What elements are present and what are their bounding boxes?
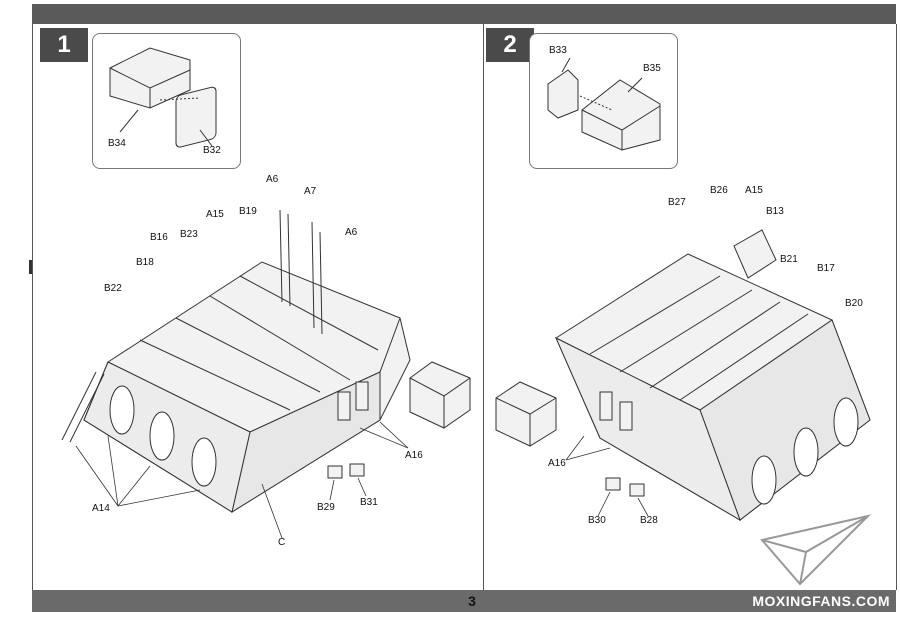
step-2-label-a16: A16 [548, 458, 566, 469]
step-1-label-b18: B18 [136, 257, 154, 268]
step-2-label-b30: B30 [588, 515, 606, 526]
step-1-turret-art [61, 209, 471, 514]
step-1-label-c: C [278, 537, 286, 548]
step-1-label-a6-left: A6 [266, 174, 279, 185]
step-1-detail-art [109, 47, 217, 148]
step-2-label-b21: B21 [780, 254, 798, 265]
step-2-label-b27: B27 [668, 197, 686, 208]
step-1-label-b29: B29 [317, 502, 335, 513]
step-1-label-b19: B19 [239, 206, 257, 217]
step-1-label-a15: A15 [206, 209, 224, 220]
brand-watermark: MOXINGFANS.COM [752, 593, 890, 609]
step-1-label-a16: A16 [405, 450, 423, 461]
paper-plane-logo-icon [760, 514, 872, 586]
step-2-detail-art [547, 57, 661, 151]
step-2-turret-art [495, 229, 871, 522]
step-2-detail-label-b35: B35 [643, 63, 661, 74]
step-1-label-b23: B23 [180, 229, 198, 240]
step-1-label-a7: A7 [304, 186, 317, 197]
step-1-label-b31: B31 [360, 497, 378, 508]
leader-lines [75, 421, 649, 539]
step-1-label-a6-right: A6 [345, 227, 358, 238]
step-2-badge: 2 [486, 28, 534, 62]
step-1-badge: 1 [40, 28, 88, 62]
step-divider [483, 24, 484, 590]
step-2-label-b28: B28 [640, 515, 658, 526]
binding-mark [29, 260, 32, 274]
bottom-bar [32, 590, 896, 612]
step-2-label-b13: B13 [766, 206, 784, 217]
step-1-label-a14: A14 [92, 503, 110, 514]
step-2-detail-label-b33: B33 [549, 45, 567, 56]
step-1-label-b22: B22 [104, 283, 122, 294]
page-number: 3 [468, 593, 476, 609]
page-frame-right [896, 24, 897, 590]
step-1-label-b16: B16 [150, 232, 168, 243]
page-frame-left [32, 24, 33, 590]
step-1-detail-label-b32: B32 [203, 145, 221, 156]
step-2-label-b20: B20 [845, 298, 863, 309]
step-2-label-b17: B17 [817, 263, 835, 274]
top-bar [32, 4, 896, 24]
step-2-label-a15: A15 [745, 185, 763, 196]
step-2-label-b26: B26 [710, 185, 728, 196]
step-1-detail-label-b34: B34 [108, 138, 126, 149]
